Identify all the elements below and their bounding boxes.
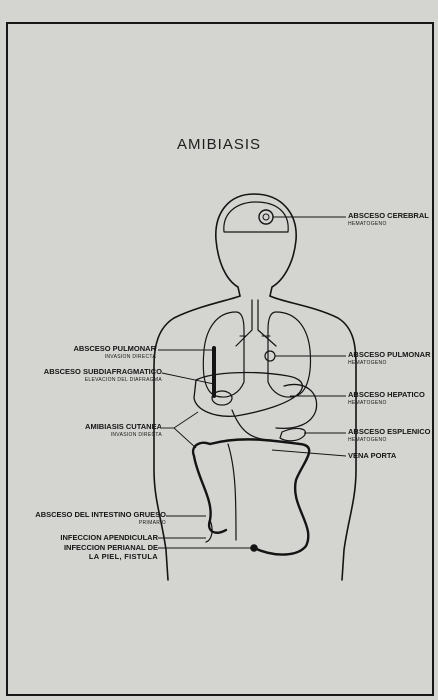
label-infeccion-perianal: INFECCION PERIANAL DE LA PIEL, FISTULA bbox=[64, 544, 158, 561]
label-sub: PRIMARIO bbox=[35, 520, 166, 527]
label-main: INFECCION APENDICULAR bbox=[60, 533, 158, 542]
small-intestine-tube bbox=[228, 444, 236, 540]
label-sub: ELEVACION DEL DIAFRAGMA bbox=[44, 377, 162, 384]
label-main: ABSCESO ESPLENICO bbox=[348, 427, 431, 436]
label-sub: INVASION DIRECTA bbox=[85, 432, 162, 439]
pulmonary-abscess-right bbox=[265, 351, 275, 361]
label-main: VENA PORTA bbox=[348, 451, 396, 460]
label-main: ABSCESO SUBDIAFRAGMATICO bbox=[44, 367, 162, 376]
torso-outline-left bbox=[154, 296, 240, 580]
label-absceso-intestino: ABSCESO DEL INTESTINO GRUESO PRIMARIO bbox=[35, 511, 166, 526]
head-outline bbox=[216, 194, 296, 296]
lung-left bbox=[203, 312, 244, 397]
leader-subdiafragmatico bbox=[162, 373, 214, 384]
label-absceso-hepatico: ABSCESO HEPATICO HEMATOGENO bbox=[348, 391, 425, 406]
label-absceso-cerebral: ABSCESO CEREBRAL HEMATOGENO bbox=[348, 212, 429, 227]
label-absceso-pulmonar-left: ABSCESO PULMONAR INVASION DIRECTA bbox=[73, 345, 156, 360]
trachea bbox=[236, 300, 276, 346]
label-main: ABSCESO CEREBRAL bbox=[348, 211, 429, 220]
cerebral-abscess bbox=[259, 210, 273, 224]
label-main: ABSCESO PULMONAR bbox=[73, 344, 156, 353]
label-main-2: LA PIEL, FISTULA bbox=[64, 553, 158, 562]
label-sub: HEMATOGENO bbox=[348, 360, 431, 367]
label-amibiasis-cutanea: AMIBIASIS CUTANEA INVASION DIRECTA bbox=[85, 423, 162, 438]
liver bbox=[194, 373, 302, 417]
label-main: ABSCESO HEPATICO bbox=[348, 390, 425, 399]
label-absceso-subdiafragmatico: ABSCESO SUBDIAFRAGMATICO ELEVACION DEL D… bbox=[44, 368, 162, 383]
label-infeccion-apendicular: INFECCION APENDICULAR bbox=[60, 534, 158, 543]
stomach bbox=[276, 384, 317, 428]
label-sub: HEMATOGENO bbox=[348, 221, 429, 228]
label-main: INFECCION PERIANAL DE bbox=[64, 543, 158, 552]
spleen bbox=[280, 429, 305, 441]
diagram-title: AMIBIASIS bbox=[0, 136, 438, 153]
label-absceso-pulmonar-right: ABSCESO PULMONAR HEMATOGENO bbox=[348, 351, 431, 366]
torso-outline-right bbox=[270, 296, 356, 580]
label-main: ABSCESO PULMONAR bbox=[348, 350, 431, 359]
label-main: ABSCESO DEL INTESTINO GRUESO bbox=[35, 510, 166, 519]
label-vena-porta: VENA PORTA bbox=[348, 452, 396, 461]
label-sub: INVASION DIRECTA bbox=[73, 354, 156, 361]
leader-cutanea-c bbox=[174, 428, 196, 448]
label-sub: HEMATOGENO bbox=[348, 437, 431, 444]
portal-vein bbox=[232, 410, 272, 440]
label-absceso-esplenico: ABSCESO ESPLENICO HEMATOGENO bbox=[348, 428, 431, 443]
liver-abscess bbox=[212, 391, 232, 405]
leader-cutanea-b bbox=[174, 412, 198, 428]
label-sub: HEMATOGENO bbox=[348, 400, 425, 407]
label-main: AMIBIASIS CUTANEA bbox=[85, 422, 162, 431]
